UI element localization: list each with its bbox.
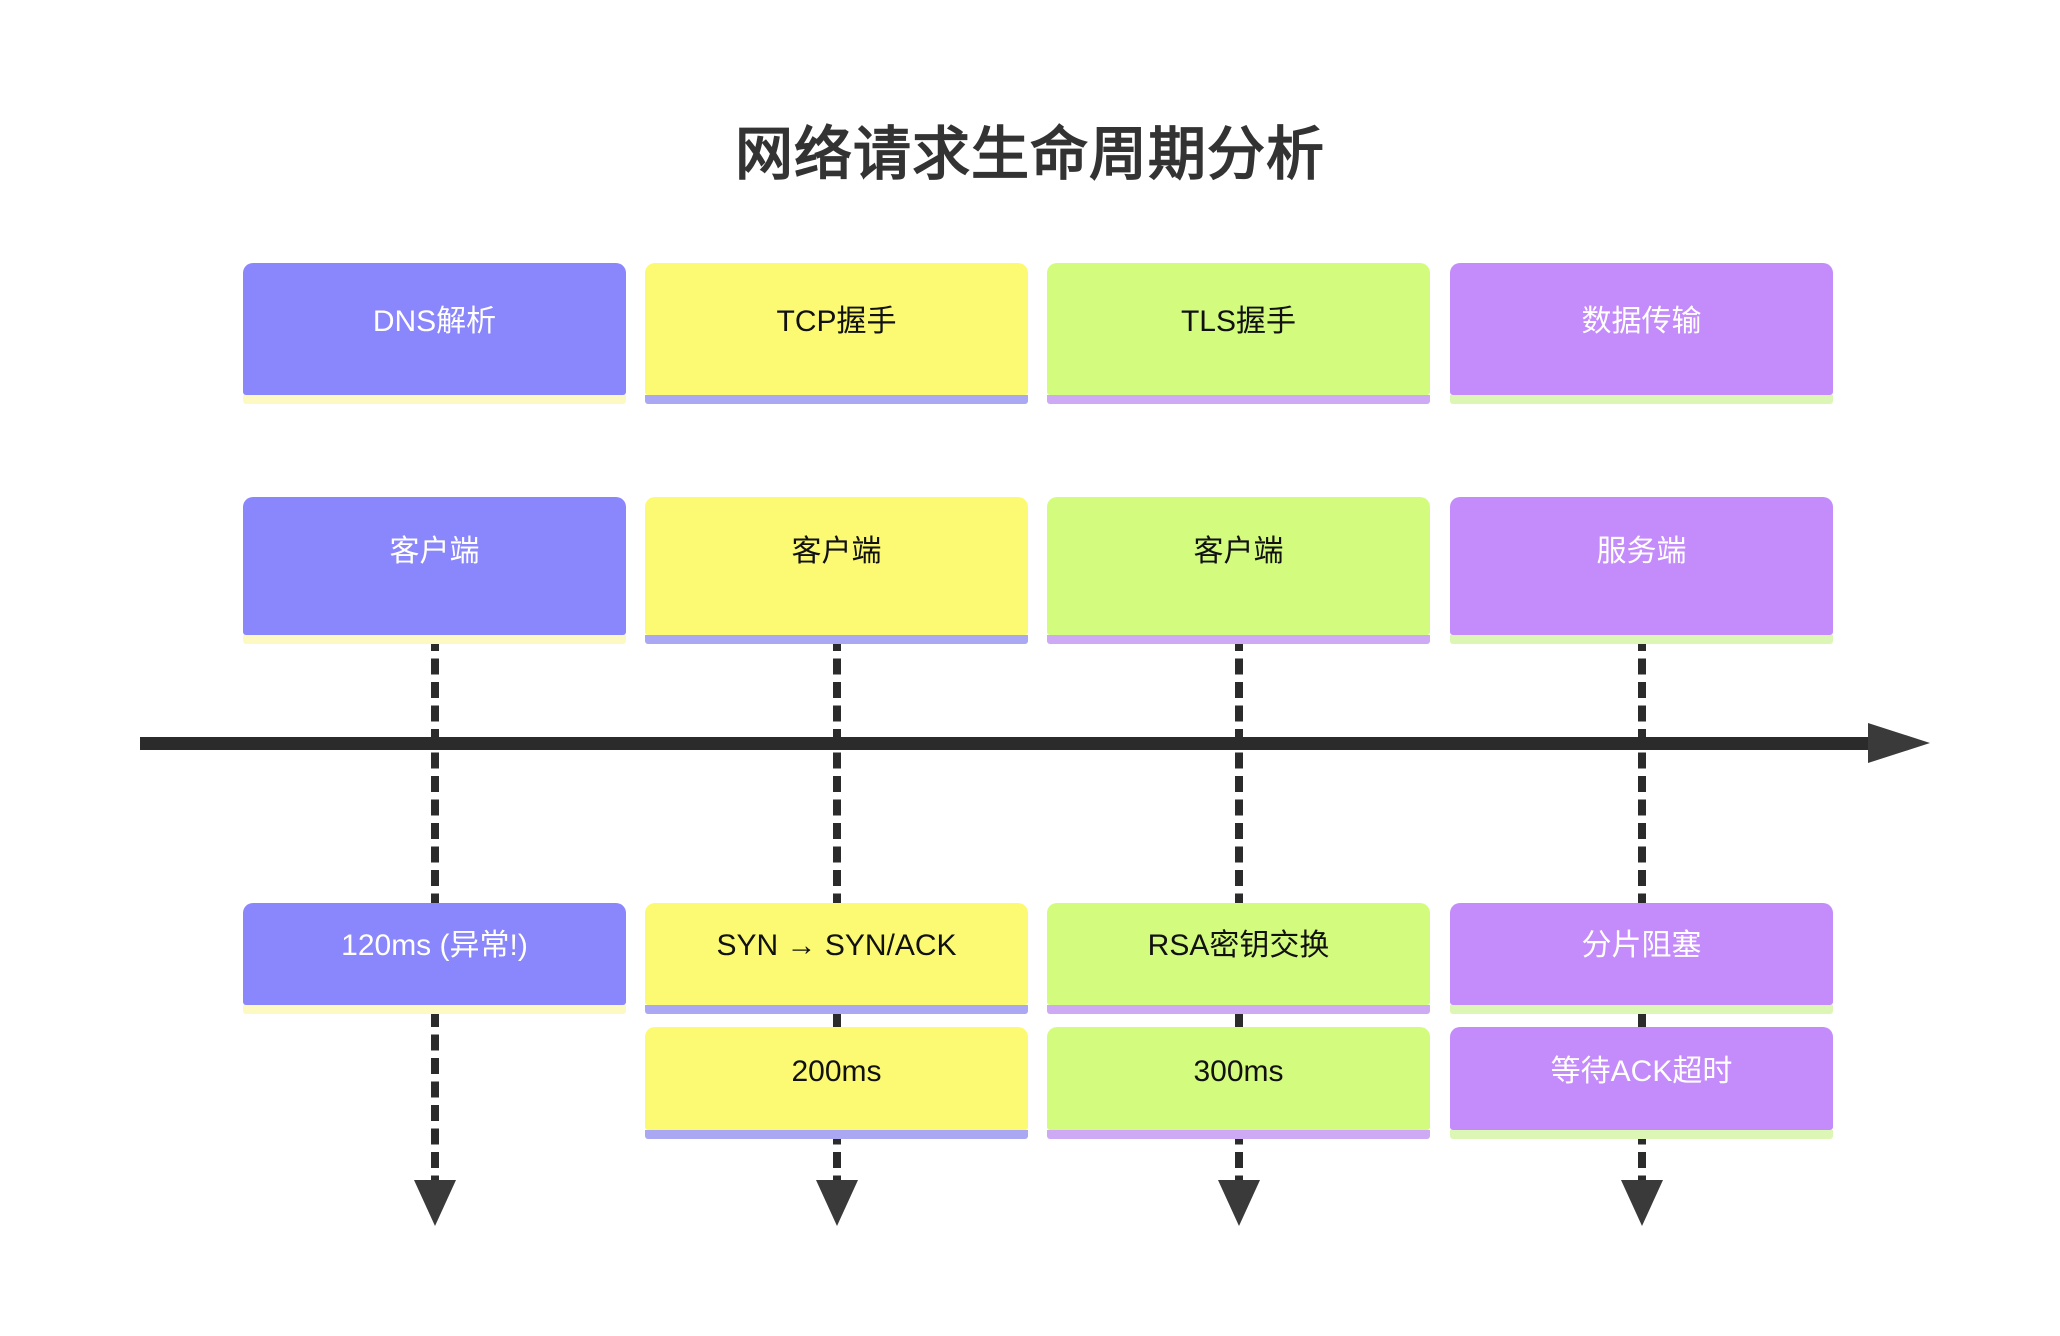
extra-label-transfer: 等待ACK超时 bbox=[1550, 1055, 1733, 1088]
extra-box-tls[interactable]: 300ms bbox=[1047, 1027, 1430, 1139]
timeline-arrow-icon bbox=[1868, 723, 1930, 763]
page-title: 网络请求生命周期分析 bbox=[734, 122, 1325, 187]
actor-box-underbar-transfer bbox=[1450, 635, 1833, 644]
extra-label-tcp: 200ms bbox=[791, 1055, 882, 1088]
stage-label-dns: DNS解析 bbox=[372, 305, 497, 338]
stage-label-transfer: 数据传输 bbox=[1581, 305, 1702, 338]
stage-label-tcp: TCP握手 bbox=[776, 305, 897, 338]
detail-label-transfer: 分片阻塞 bbox=[1581, 929, 1702, 962]
stage-box-underbar-transfer bbox=[1450, 395, 1833, 404]
column-dns: DNS解析 客户端 120ms (异常!) bbox=[243, 0, 626, 1336]
actor-label-tcp: 客户端 bbox=[791, 535, 882, 568]
actor-box-underbar-tcp bbox=[645, 635, 1028, 644]
timeline-axis-line bbox=[140, 737, 1885, 750]
extra-box-tcp[interactable]: 200ms bbox=[645, 1027, 1028, 1139]
stage-box-underbar-tls bbox=[1047, 395, 1430, 404]
actor-box-tcp[interactable]: 客户端 bbox=[645, 497, 1028, 644]
lifeline-arrow-down-icon-tcp bbox=[815, 1180, 858, 1226]
actor-box-underbar-tls bbox=[1047, 635, 1430, 644]
extra-box-transfer[interactable]: 等待ACK超时 bbox=[1450, 1027, 1833, 1139]
actor-label-transfer: 服务端 bbox=[1596, 535, 1687, 568]
actor-box-tls[interactable]: 客户端 bbox=[1047, 497, 1430, 644]
lifeline-arrow-down-icon-transfer bbox=[1620, 1180, 1663, 1226]
actor-label-dns: 客户端 bbox=[389, 535, 480, 568]
detail-box-tcp[interactable]: SYN → SYN/ACK bbox=[645, 903, 1028, 1014]
stage-box-underbar-dns bbox=[243, 395, 626, 404]
actor-box-transfer[interactable]: 服务端 bbox=[1450, 497, 1833, 644]
actor-label-tls: 客户端 bbox=[1193, 535, 1284, 568]
extra-box-underbar-tcp bbox=[645, 1130, 1028, 1139]
detail-box-transfer[interactable]: 分片阻塞 bbox=[1450, 903, 1833, 1014]
lifeline-arrow-down-icon-dns bbox=[413, 1180, 456, 1226]
detail-box-underbar-transfer bbox=[1450, 1005, 1833, 1014]
detail-box-underbar-tls bbox=[1047, 1005, 1430, 1014]
actor-box-underbar-dns bbox=[243, 635, 626, 644]
column-tls: TLS握手 客户端 RSA密钥交换 300ms bbox=[1047, 0, 1430, 1336]
column-tcp: TCP握手 客户端 SYN → SYN/ACK 200ms bbox=[645, 0, 1028, 1336]
actor-box-dns[interactable]: 客户端 bbox=[243, 497, 626, 644]
stage-box-tcp[interactable]: TCP握手 bbox=[645, 263, 1028, 404]
extra-label-tls: 300ms bbox=[1193, 1055, 1284, 1088]
stage-box-transfer[interactable]: 数据传输 bbox=[1450, 263, 1833, 404]
extra-box-underbar-transfer bbox=[1450, 1130, 1833, 1139]
stage-box-dns[interactable]: DNS解析 bbox=[243, 263, 626, 404]
stage-box-underbar-tcp bbox=[645, 395, 1028, 404]
detail-box-underbar-dns bbox=[243, 1005, 626, 1014]
timeline-axis bbox=[140, 723, 1930, 763]
column-transfer: 数据传输 服务端 分片阻塞 等待ACK超时 bbox=[1450, 0, 1833, 1336]
lifeline-arrow-down-icon-tls bbox=[1217, 1180, 1260, 1226]
detail-box-dns[interactable]: 120ms (异常!) bbox=[243, 903, 626, 1014]
detail-label-dns: 120ms (异常!) bbox=[341, 929, 528, 962]
stage-label-tls: TLS握手 bbox=[1180, 305, 1297, 338]
extra-box-underbar-tls bbox=[1047, 1130, 1430, 1139]
detail-box-tls[interactable]: RSA密钥交换 bbox=[1047, 903, 1430, 1014]
detail-box-underbar-tcp bbox=[645, 1005, 1028, 1014]
detail-label-tcp: SYN → SYN/ACK bbox=[716, 929, 957, 962]
stage-box-tls[interactable]: TLS握手 bbox=[1047, 263, 1430, 404]
detail-label-tls: RSA密钥交换 bbox=[1147, 929, 1330, 962]
